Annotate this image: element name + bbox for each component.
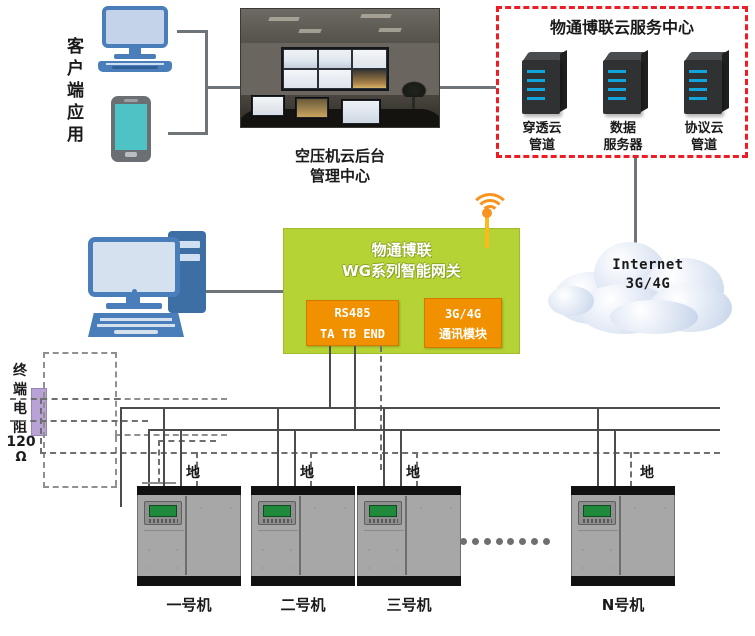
resistor-loop-to-bus [115,434,227,436]
cloud-icon [548,228,748,340]
internet-label: Internet 3G/4G [548,256,748,294]
control-room-caption: 空压机云后台 管理中心 [240,146,440,186]
machine-2-shield-drop [310,452,312,487]
compressor-label-2: 二号机 [280,596,326,614]
client-label-char: 户 [67,59,85,79]
server-label-line2: 管道 [528,138,555,153]
machine-3-tb-drop [400,429,402,487]
server-label-line1: 穿透云 [522,121,562,136]
bus-tb-left-end [148,429,150,507]
machine-1-shield-drop [196,452,198,487]
rs485-module-line2: TA TB END [319,327,386,341]
internet-label-line1: Internet [612,257,684,273]
client-label-char: 用 [67,125,85,145]
client-bracket-bottom [168,132,208,135]
bus-tb-drop [354,346,356,430]
monitor-icon [98,6,172,72]
client-bracket-top [177,30,207,33]
compressor-machine [571,486,675,586]
server-label-line2: 服务器 [603,138,643,153]
cloudcenter-to-internet-link [634,158,637,244]
machine-1-earth-label: 地 [186,465,200,481]
machine-n-ta-drop [597,407,599,487]
client-label-char: 端 [67,81,85,101]
shield-line-left-upper [10,398,120,400]
machine-2-tb-drop [294,429,296,487]
bus-ta-left-end [120,407,122,507]
client-bracket-stem [205,30,208,134]
client-application-label: 客 户 端 应 用 [58,36,94,146]
terminal-resistor-unit: Ω [15,450,27,465]
compressor-machine [357,486,461,586]
smartphone-icon [111,96,151,162]
server-icon [516,49,568,118]
server-icon [678,49,730,118]
shield-line-left-lower [10,420,148,422]
shield-left-end [40,398,42,454]
machines-ellipsis [460,538,550,545]
cellular-module-line2: 通讯模块 [438,327,487,341]
control-room-photo [240,8,440,128]
gateway-title: 物通博联 WG系列智能网关 [283,240,520,282]
server-icon [597,49,649,118]
server-label-0: 穿透云 管道 [505,120,579,154]
wifi-antenna-icon [464,192,511,248]
terminal-resistor-label: 终 端 电 阻 [8,362,32,438]
ground-lead [158,440,160,484]
machine-3-earth-label: 地 [406,465,420,481]
server-label-1: 数据 服务器 [586,120,660,154]
server-label-line1: 数据 [609,121,636,136]
terminal-resistor-value: 120 [6,434,36,450]
internet-label-line2: 3G/4G [625,276,671,292]
resistor-label-char: 终 [13,363,27,379]
client-label-char: 客 [67,37,85,57]
machine-2-ta-drop [277,407,279,487]
server-label-2: 协议云 管道 [667,120,741,154]
cellular-module-line1: 3G/4G [444,307,482,321]
resistor-label-char: 电 [13,401,27,417]
compressor-machine [137,486,241,586]
machine-1-tb-drop [180,429,182,487]
resistor-label-char: 阻 [13,420,27,436]
machine-n-shield-drop [630,452,632,487]
compressor-label-1: 一号机 [166,596,212,614]
shield-bus-line [40,452,720,454]
machine-1-ta-drop [163,407,165,487]
rs485-module[interactable]: RS485 TA TB END [306,300,399,346]
server-label-line1: 协议云 [684,121,724,136]
client-label-char: 应 [67,103,85,123]
cloud-service-center-title: 物通博联云服务中心 [549,18,694,37]
rs485-module-line1: RS485 [334,306,371,320]
cellular-module[interactable]: 3G/4G 通讯模块 [424,298,502,348]
resistor-loop-top [43,352,117,354]
desktop-pc-icon [88,225,218,340]
machine-n-tb-drop [614,429,616,487]
resistor-loop-right [115,352,117,436]
gateway-title-line2: WG系列智能网关 [342,262,461,280]
compressor-label-n: N号机 [601,596,645,614]
resistor-label-char: 端 [13,382,27,398]
ground-lead-h [158,440,216,442]
resistor-loop-bottom [43,486,117,488]
gateway-title-line1: 物通博联 [371,241,432,259]
control-room-caption-line2: 管理中心 [309,167,370,185]
control-room-caption-line1: 空压机云后台 [294,147,385,165]
bus-tb-line [148,429,720,431]
machine-3-ta-drop [383,407,385,487]
machine-n-earth-label: 地 [640,465,654,481]
controlroom-to-cloudcenter-link [440,86,496,89]
bus-ta-drop [329,346,331,408]
client-to-controlroom-link [205,86,243,89]
resistor-loop-right-lower [115,436,117,486]
machine-2-earth-label: 地 [300,465,314,481]
compressor-machine [251,486,355,586]
server-label-line2: 管道 [690,138,717,153]
pc-to-gateway-link [206,290,284,293]
bus-ta-line [120,407,720,409]
compressor-label-3: 三号机 [386,596,432,614]
machine-3-shield-drop [416,452,418,487]
resistor-upper-branch [115,398,227,400]
